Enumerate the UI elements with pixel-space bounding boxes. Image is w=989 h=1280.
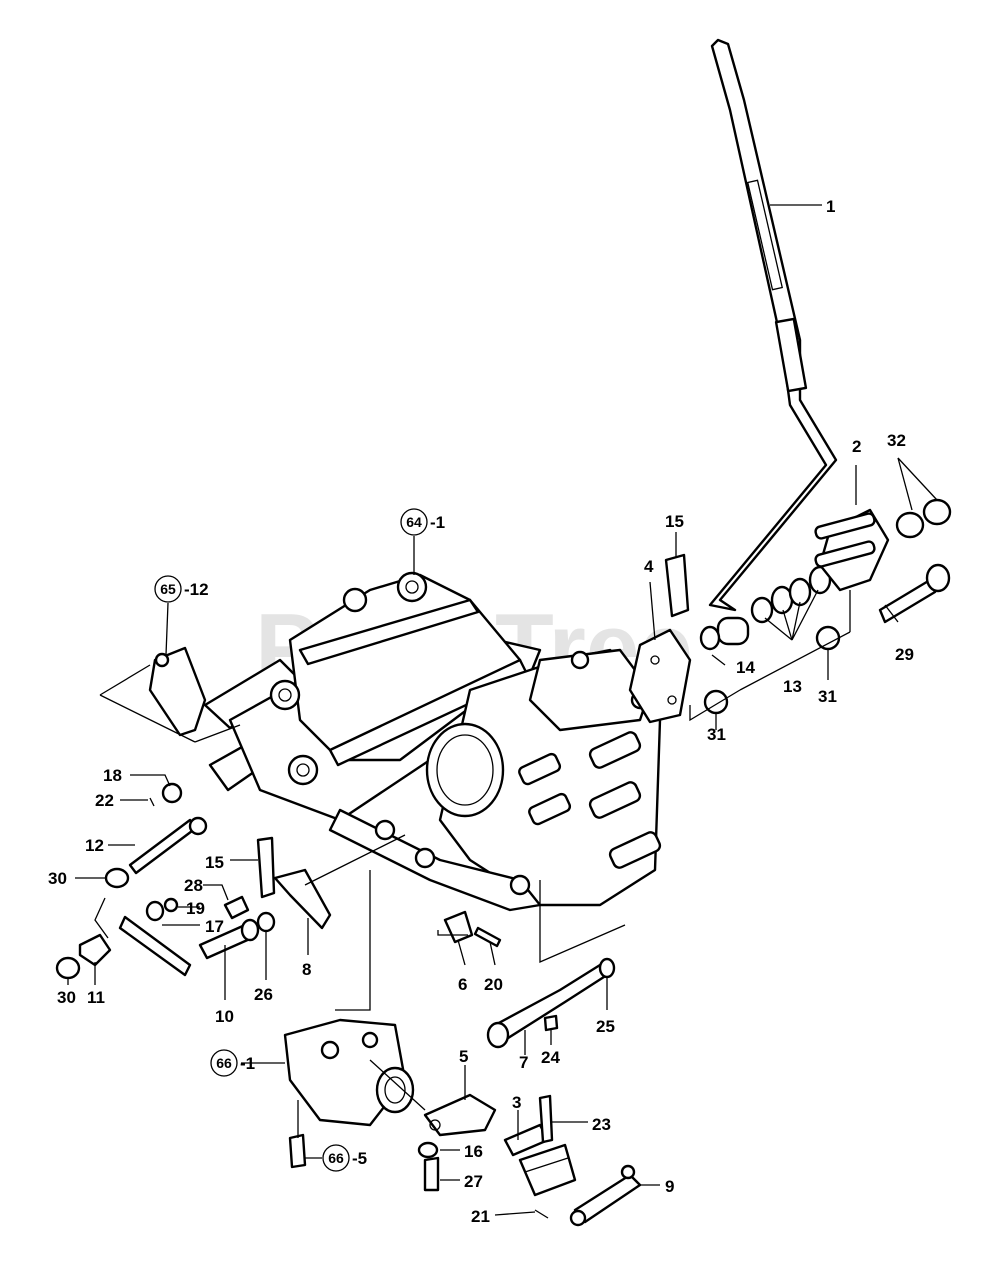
part-key-24	[543, 1014, 559, 1032]
part-plate-15-left	[256, 836, 276, 899]
part-plate-15-top	[664, 553, 690, 618]
part-bracket-5	[423, 1093, 497, 1137]
part-labels: 1 2 3 4 5 6 7 8 9 10 11 12 13 14 15 15 1…	[48, 197, 914, 1226]
label-part-15-left: 15	[205, 853, 224, 872]
part-fitting-11	[78, 933, 112, 967]
label-part-10: 10	[215, 1007, 234, 1026]
label-part-28: 28	[184, 876, 203, 895]
label-part-30-top: 30	[48, 869, 67, 888]
label-part-30-bottom: 30	[57, 988, 76, 1007]
label-part-21: 21	[471, 1207, 490, 1226]
label-part-23: 23	[592, 1115, 611, 1134]
label-part-15-top: 15	[665, 512, 684, 531]
label-part-13: 13	[783, 677, 802, 696]
part-washer-14	[699, 625, 721, 651]
part-bolt-27	[423, 1156, 440, 1192]
label-part-12: 12	[85, 836, 104, 855]
callout-66a-number: 66	[216, 1055, 232, 1071]
callout-66-5: 66 -5	[322, 1144, 367, 1172]
part-arm-3	[503, 1123, 577, 1197]
label-part-25: 25	[596, 1017, 615, 1036]
part-main-housing	[203, 571, 662, 912]
part-pin-20	[473, 926, 502, 948]
part-arm-assembly	[118, 915, 260, 977]
part-pin-23	[538, 1094, 554, 1144]
label-part-18: 18	[103, 766, 122, 785]
part-oring-25	[598, 957, 616, 979]
part-nut-30-top	[104, 867, 130, 889]
label-part-7: 7	[519, 1053, 528, 1072]
part-bolt-29	[878, 578, 937, 624]
part-lever	[708, 38, 838, 612]
part-pin-22	[149, 797, 155, 807]
label-part-3: 3	[512, 1093, 521, 1112]
part-oring-26	[256, 911, 276, 933]
label-part-6: 6	[458, 975, 467, 994]
label-part-32: 32	[887, 431, 906, 450]
part-washer-18	[161, 782, 183, 804]
part-bracket-6	[443, 910, 474, 944]
part-bracket-4	[628, 628, 692, 724]
leader-lines	[67, 204, 938, 1216]
label-part-8: 8	[302, 960, 311, 979]
label-part-17: 17	[205, 917, 224, 936]
part-bolt-66-5	[288, 1133, 307, 1169]
part-cover-plate	[148, 646, 207, 737]
label-part-31-right: 31	[818, 687, 837, 706]
label-part-9: 9	[665, 1177, 674, 1196]
callout-65-12: 65 -12	[154, 575, 209, 603]
label-part-20: 20	[484, 975, 503, 994]
label-part-24: 24	[541, 1048, 560, 1067]
part-bushing-14	[716, 616, 750, 646]
label-part-31-left: 31	[707, 725, 726, 744]
callout-65-suffix: -12	[184, 580, 209, 599]
callout-66b-suffix: -5	[352, 1149, 367, 1168]
label-part-5: 5	[459, 1047, 468, 1066]
part-bolt-28	[223, 895, 250, 920]
label-part-19: 19	[186, 899, 205, 918]
part-washer-17	[145, 900, 165, 922]
part-nut-31-right	[815, 625, 841, 651]
part-pin-21	[534, 1209, 549, 1219]
label-part-4: 4	[644, 557, 654, 576]
label-part-29: 29	[895, 645, 914, 664]
part-rod-12	[128, 816, 208, 875]
part-lever-8	[273, 868, 332, 930]
callout-64-1: 64 -1	[400, 508, 445, 536]
callout-66b-number: 66	[328, 1150, 344, 1166]
label-part-2: 2	[852, 437, 861, 456]
part-washers-13	[750, 565, 832, 624]
callout-64-suffix: -1	[430, 513, 445, 532]
label-part-11: 11	[87, 988, 105, 1007]
callout-66a-suffix: -1	[240, 1054, 255, 1073]
part-pump-66	[283, 1018, 415, 1127]
part-nut-30-bottom	[55, 956, 81, 980]
label-part-26: 26	[254, 985, 273, 1004]
label-part-27: 27	[464, 1172, 483, 1191]
part-nuts-32	[895, 498, 952, 539]
callout-66-1: 66 -1	[210, 1049, 255, 1077]
part-nut-19	[163, 897, 179, 913]
label-part-16: 16	[464, 1142, 483, 1161]
label-part-1: 1	[826, 197, 835, 216]
label-part-22: 22	[95, 791, 114, 810]
callout-64-number: 64	[406, 514, 422, 530]
part-washer-16	[417, 1141, 439, 1159]
label-part-14: 14	[736, 658, 755, 677]
callout-65-number: 65	[160, 581, 176, 597]
